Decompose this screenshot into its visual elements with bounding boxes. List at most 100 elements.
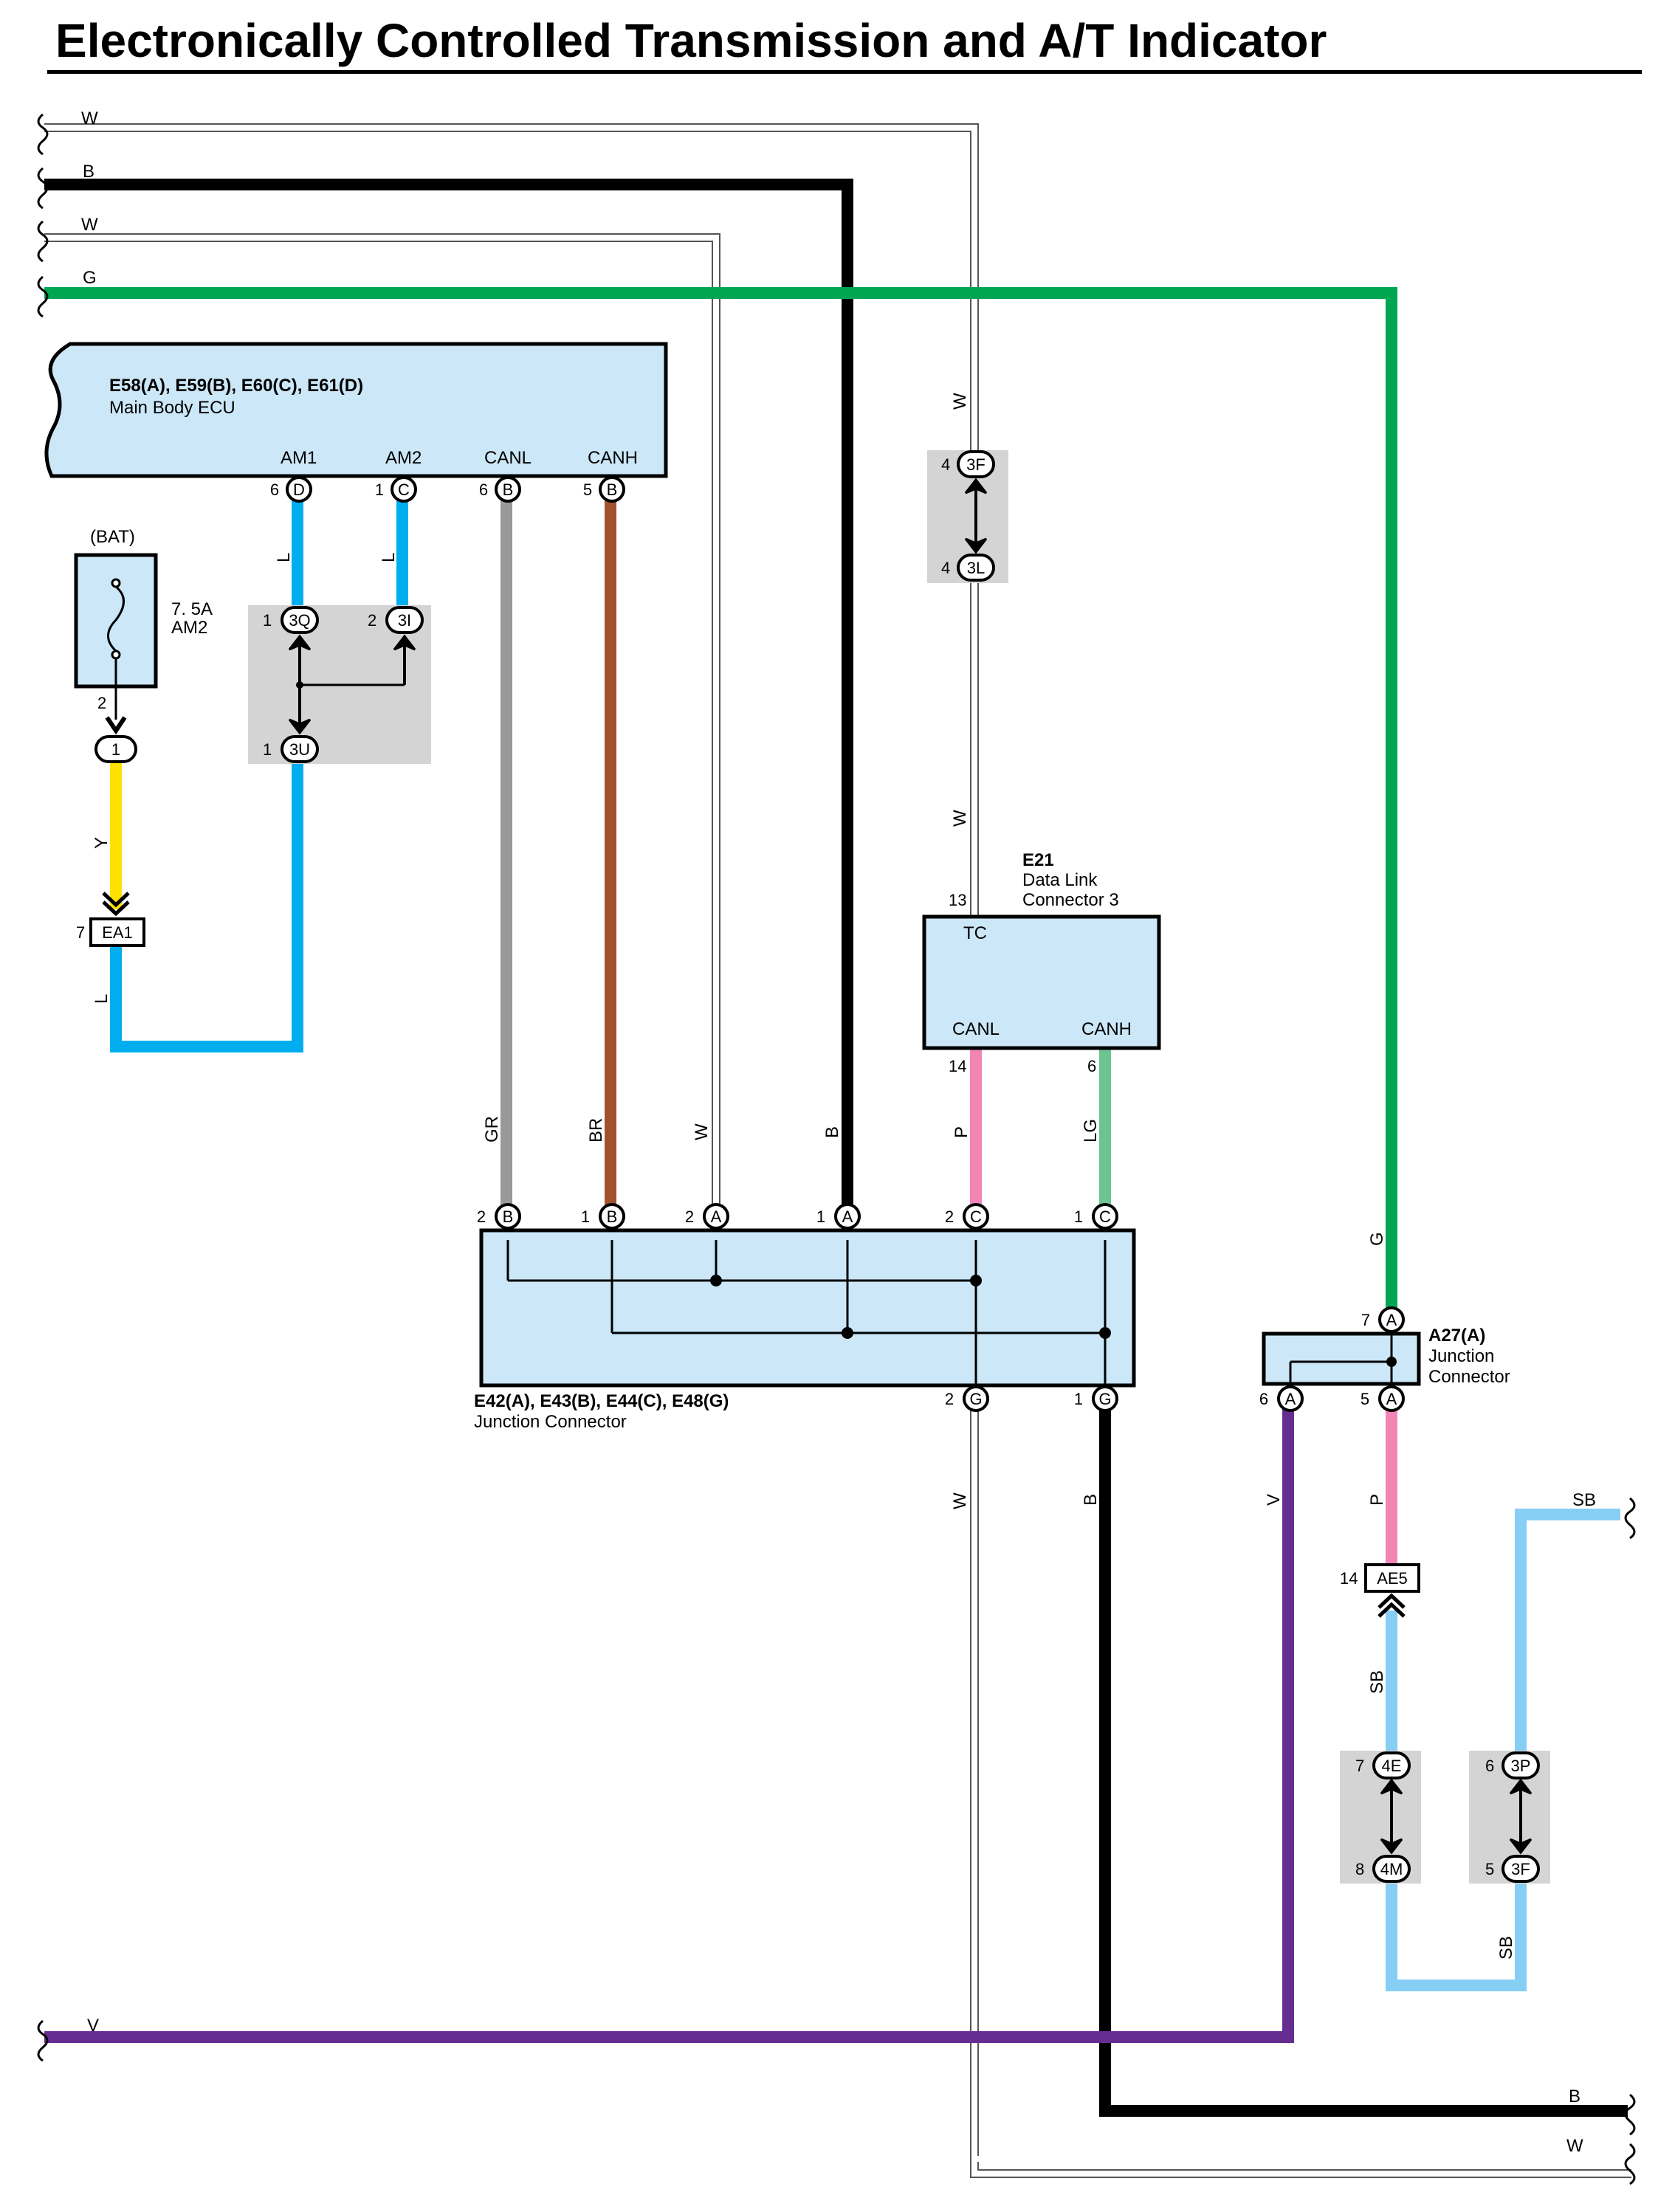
a27-pin2-num: 6 bbox=[1259, 1390, 1268, 1408]
splice-br1: 4E 7 4M 8 bbox=[1340, 1751, 1421, 1884]
jc-pin6-num: 1 bbox=[1074, 1207, 1083, 1226]
wire-label-br: BR bbox=[586, 1118, 606, 1143]
splice-br1-p2: 4M bbox=[1380, 1860, 1403, 1878]
splice-left-p3-num: 1 bbox=[263, 740, 272, 759]
ecu-term-am1: AM1 bbox=[281, 448, 317, 468]
page-title: Electronically Controlled Transmission a… bbox=[55, 14, 1327, 67]
jc-pin2-conn: B bbox=[607, 1207, 618, 1226]
ecu-code: E58(A), E59(B), E60(C), E61(D) bbox=[109, 376, 363, 396]
ecu-pin-b2-conn: B bbox=[607, 480, 618, 499]
splice-br2: 3P 6 3F 5 bbox=[1469, 1751, 1550, 1884]
ecu-term-canl: CANL bbox=[484, 448, 532, 468]
wire-label-sb-right2: SB bbox=[1496, 1936, 1516, 1960]
wire-label-w-tr: W bbox=[950, 393, 970, 410]
splice-top-p2: 3L bbox=[967, 559, 985, 577]
wire-label-v-bot: V bbox=[1264, 1494, 1284, 1506]
connector-ea1: EA1 7 bbox=[76, 892, 145, 947]
wire-v bbox=[44, 1396, 1294, 2043]
dlc-canh-pin: 6 bbox=[1087, 1057, 1096, 1075]
splice-left-p1: 3Q bbox=[289, 611, 310, 630]
dlc-code: E21 bbox=[1022, 850, 1054, 870]
a27-name2: Connector bbox=[1428, 1367, 1510, 1387]
a27-pin1-num: 7 bbox=[1361, 1311, 1370, 1329]
wire-b-bottom bbox=[1099, 1396, 1628, 2117]
jc-pin5-num: 2 bbox=[945, 1207, 954, 1226]
splice-br1-p1-num: 7 bbox=[1355, 1757, 1364, 1775]
fuse-am2: (BAT) 7. 5A AM2 2 1 bbox=[74, 527, 213, 763]
splice-top-p1-num: 4 bbox=[941, 455, 950, 474]
junction-connector-a27: A 7 A 6 A 5 A27(A) Junction Connector bbox=[1259, 1306, 1510, 1412]
splice-left: 3Q 1 3I 2 3U 1 bbox=[248, 605, 431, 764]
ae5-code: AE5 bbox=[1377, 1569, 1408, 1588]
fuse-name: AM2 bbox=[171, 618, 207, 638]
jc-pin3-conn: A bbox=[711, 1207, 722, 1226]
ecu-pin-b1: B 6 bbox=[479, 476, 521, 503]
splice-top: 3F 4 3L 4 bbox=[927, 450, 1008, 583]
dlc-canl: CANL bbox=[952, 1019, 1000, 1039]
jc-pin3-num: 2 bbox=[685, 1207, 694, 1226]
splice-br2-p2: 3F bbox=[1511, 1860, 1530, 1878]
dlc-name2: Connector 3 bbox=[1022, 890, 1119, 910]
wire-label-l1: L bbox=[274, 553, 294, 562]
ecu-pin-b1-num: 6 bbox=[479, 480, 488, 499]
jc-bpin2-num: 1 bbox=[1074, 1390, 1083, 1408]
splice-top-p2-num: 4 bbox=[941, 559, 950, 577]
ecu-pin-c-conn: C bbox=[398, 480, 410, 499]
ecu-pin-d: D 6 bbox=[270, 476, 312, 503]
jc-bpin2-conn: G bbox=[1098, 1390, 1111, 1408]
wire-label-w-top1: W bbox=[81, 108, 98, 128]
title-rule bbox=[47, 70, 1642, 74]
splice-br2-p1-num: 6 bbox=[1485, 1757, 1494, 1775]
fuse-rating: 7. 5A bbox=[171, 599, 213, 619]
a27-pin3-conn: A bbox=[1386, 1390, 1397, 1408]
wire-l-ea1 bbox=[110, 749, 303, 1052]
wire-label-v-left: V bbox=[87, 2016, 99, 2036]
wire-label-w-end: W bbox=[1566, 2136, 1583, 2156]
splice-left-p1-num: 1 bbox=[263, 611, 272, 630]
jc-pin1-conn: B bbox=[503, 1207, 514, 1226]
jc-pin6-conn: C bbox=[1099, 1207, 1111, 1226]
wire-label-w-mid: W bbox=[692, 1123, 712, 1140]
connector-ae5: AE5 14 bbox=[1340, 1563, 1420, 1618]
wire-label-g-right: G bbox=[1367, 1232, 1387, 1246]
wire-label-p-mid: P bbox=[952, 1126, 971, 1138]
wire-label-lg-mid: LG bbox=[1081, 1119, 1101, 1143]
ecu-pin-d-conn: D bbox=[293, 480, 305, 499]
jc-pin5-conn: C bbox=[970, 1207, 982, 1226]
dlc-canh: CANH bbox=[1081, 1019, 1132, 1039]
a27-name1: Junction bbox=[1428, 1346, 1494, 1366]
jc-pin4-conn: A bbox=[842, 1207, 853, 1226]
a27-pin2-conn: A bbox=[1285, 1390, 1296, 1408]
splice-left-p3: 3U bbox=[289, 740, 310, 759]
ecu-pin-d-num: 6 bbox=[270, 480, 279, 499]
splice-br1-p2-num: 8 bbox=[1355, 1860, 1364, 1878]
jc-top-pins: B 2 B 1 A 2 A 1 C 2 C 1 bbox=[477, 1203, 1118, 1230]
splice-br2-p2-num: 5 bbox=[1485, 1860, 1494, 1878]
jc-code: E42(A), E43(B), E44(C), E48(G) bbox=[474, 1391, 729, 1411]
splice-br1-p1: 4E bbox=[1382, 1757, 1402, 1775]
wire-label-sb-right: SB bbox=[1367, 1670, 1387, 1694]
ecu-pin-b2-num: 5 bbox=[583, 480, 592, 499]
wire-label-w-tr2: W bbox=[950, 810, 970, 827]
wire-w-top2 bbox=[44, 233, 720, 1210]
dlc-name1: Data Link bbox=[1022, 870, 1098, 890]
a27-pin1-conn: A bbox=[1386, 1311, 1397, 1329]
jc-bpin1-num: 2 bbox=[945, 1390, 954, 1408]
wire-label-y: Y bbox=[92, 837, 111, 849]
ecu-pin-b1-conn: B bbox=[503, 480, 514, 499]
wire-label-b-bot: B bbox=[1081, 1494, 1101, 1506]
wire-b-top bbox=[44, 179, 853, 1210]
wire-sb-right bbox=[1386, 1509, 1620, 1991]
main-body-ecu: E58(A), E59(B), E60(C), E61(D) Main Body… bbox=[44, 342, 668, 478]
ecu-pin-b2: B 5 bbox=[583, 476, 625, 503]
fuse-pin-out: 2 bbox=[97, 694, 106, 712]
fuse-conn: 1 bbox=[111, 740, 120, 759]
wire-label-l3: L bbox=[92, 994, 111, 1004]
splice-br2-p1: 3P bbox=[1511, 1757, 1531, 1775]
ea1-code: EA1 bbox=[102, 923, 133, 942]
junction-connector-main: E42(A), E43(B), E44(C), E48(G) Junction … bbox=[474, 1228, 1136, 1432]
wire-label-l2: L bbox=[379, 553, 399, 562]
splice-left-p2: 3I bbox=[398, 611, 411, 630]
wire-label-gr: GR bbox=[482, 1116, 502, 1143]
